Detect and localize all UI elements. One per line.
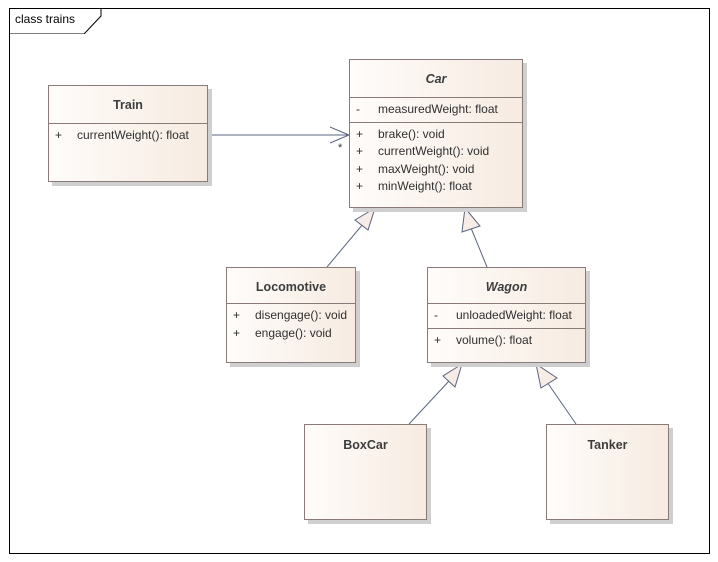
hollow-triangle-icon [461, 206, 481, 233]
operation-text: currentWeight(): void [378, 144, 490, 158]
hollow-triangle-icon [442, 362, 463, 388]
visibility-marker: + [55, 128, 63, 142]
frame-label: class trains [15, 12, 76, 26]
frame-tab [9, 8, 102, 34]
operation-row[interactable]: + maxWeight(): void [350, 161, 522, 179]
generalization-tanker-wagon[interactable] [535, 362, 577, 425]
class-name: Wagon [428, 268, 585, 304]
visibility-marker: - [434, 308, 438, 322]
hollow-triangle-icon [354, 206, 376, 231]
attribute-text: unloadedWeight: float [456, 308, 572, 322]
operation-text: engage(): void [255, 325, 332, 340]
attribute-row[interactable]: - unloadedWeight: float [428, 307, 585, 325]
visibility-marker: + [356, 161, 364, 176]
association-train-car[interactable] [207, 126, 351, 144]
visibility-marker: + [434, 332, 442, 347]
operation-row[interactable]: + disengage(): void [227, 307, 355, 325]
class-car[interactable]: Car - measuredWeight: float + brake(): v… [349, 59, 523, 208]
operation-row[interactable]: + engage(): void [227, 325, 355, 343]
class-name: BoxCar [343, 438, 388, 452]
attribute-text: measuredWeight: float [378, 102, 498, 116]
class-name: Locomotive [227, 268, 355, 304]
visibility-marker: + [356, 126, 364, 141]
multiplicity-label: * [338, 142, 343, 154]
operation-row[interactable]: + minWeight(): float [350, 178, 522, 196]
operations-section: + currentWeight(): float [49, 124, 207, 148]
class-locomotive[interactable]: Locomotive + disengage(): void + engage(… [226, 267, 356, 363]
operation-row[interactable]: + brake(): void [350, 126, 522, 144]
operation-text: currentWeight(): float [77, 128, 189, 142]
diagram-frame [9, 8, 710, 554]
visibility-marker: + [233, 308, 241, 322]
hollow-triangle-icon [535, 362, 558, 389]
visibility-marker: + [233, 325, 241, 340]
operation-text: maxWeight(): void [378, 161, 475, 176]
operation-text: disengage(): void [255, 308, 348, 322]
attributes-section: - measuredWeight: float [350, 98, 522, 123]
class-boxcar[interactable]: BoxCar [304, 424, 427, 520]
class-tanker[interactable]: Tanker [546, 424, 669, 520]
generalization-wagon-car[interactable] [461, 206, 488, 268]
class-name: Car [350, 60, 522, 98]
operation-row[interactable]: + volume(): float [428, 332, 585, 350]
generalization-locomotive-car[interactable] [326, 206, 376, 268]
class-name: Tanker [587, 438, 628, 452]
operation-text: volume(): float [456, 332, 533, 347]
attributes-section: - unloadedWeight: float [428, 304, 585, 329]
visibility-marker: + [356, 179, 364, 193]
class-train[interactable]: Train + currentWeight(): float [48, 85, 208, 182]
operation-text: brake(): void [378, 126, 445, 141]
operations-section: + brake(): void + currentWeight(): void … [350, 123, 522, 199]
operation-row[interactable]: + currentWeight(): float [49, 127, 207, 145]
operation-text: minWeight(): float [378, 179, 472, 193]
operations-section: + volume(): float [428, 329, 585, 353]
visibility-marker: - [356, 102, 360, 116]
operation-row[interactable]: + currentWeight(): void [350, 143, 522, 161]
operations-section: + disengage(): void + engage(): void [227, 304, 355, 345]
class-wagon[interactable]: Wagon - unloadedWeight: float + volume()… [427, 267, 586, 363]
class-name: Train [49, 86, 207, 124]
generalization-boxcar-wagon[interactable] [408, 362, 463, 425]
visibility-marker: + [356, 144, 364, 158]
attribute-row[interactable]: - measuredWeight: float [350, 101, 522, 119]
